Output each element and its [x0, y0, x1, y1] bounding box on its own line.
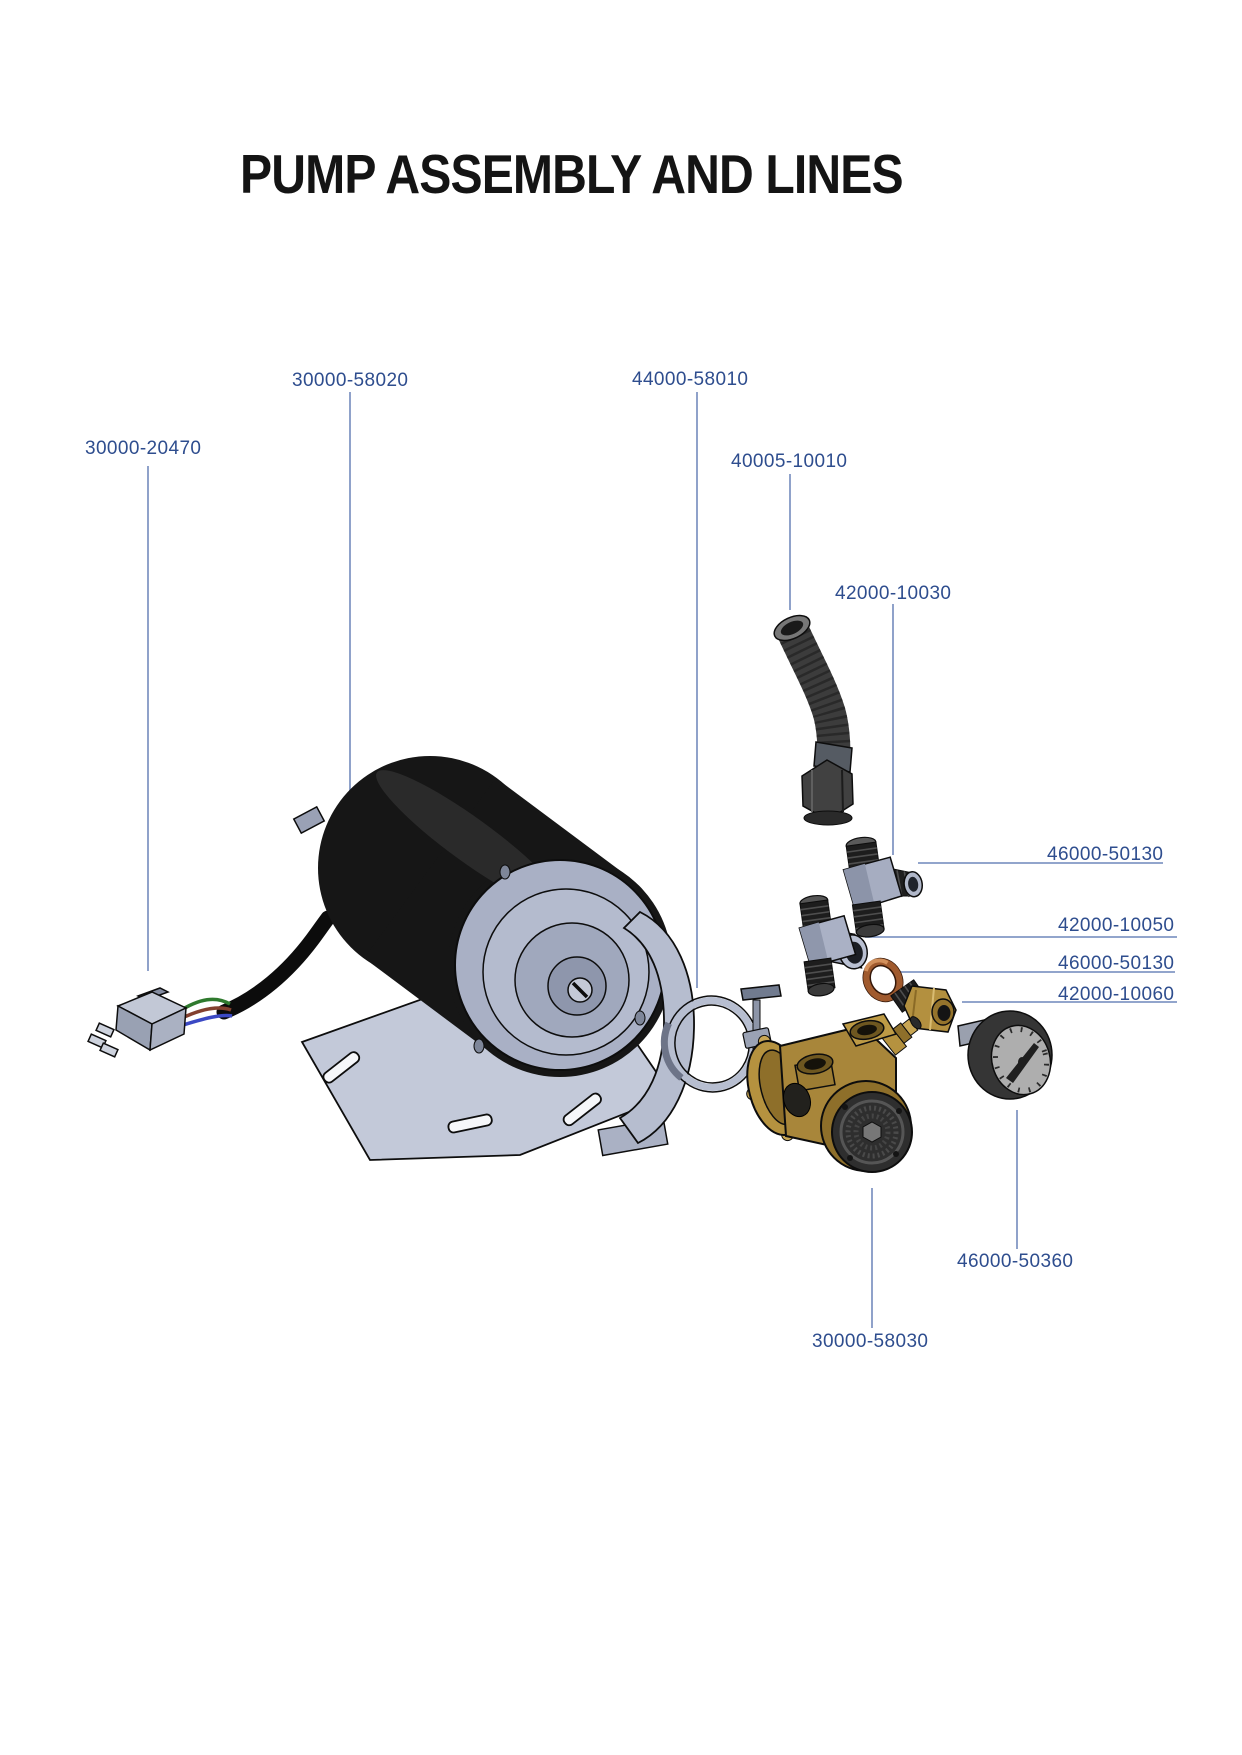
power-cable: [216, 910, 336, 1020]
connector-pin: [95, 1022, 115, 1038]
part-label-motor: 30000-58020: [292, 370, 409, 391]
bracket-slot: [447, 1113, 493, 1134]
pump-center-nut: [862, 1121, 882, 1143]
part-label-tee-fitting-lower: 42000-10050: [1058, 915, 1175, 936]
elbow-fitting: [890, 979, 957, 1033]
pressure-gauge: [957, 1010, 1053, 1100]
tee-fitting-upper: [842, 836, 923, 938]
hose-braid-texture: [776, 622, 851, 757]
endbell-screw: [634, 1010, 646, 1026]
motor-support-strap: [597, 910, 695, 1157]
tee-fitting-lower: [798, 894, 868, 997]
part-label-tee-fitting-upper: 42000-10030: [835, 583, 952, 604]
part-label-hose-clamp: 44000-58010: [632, 369, 749, 390]
hose-clamp: [660, 984, 782, 1093]
wire-blue: [179, 1013, 233, 1028]
part-label-washer-upper: 46000-50130: [1047, 844, 1164, 865]
part-label-braided-hose: 40005-10010: [731, 451, 848, 472]
braided-hose: [773, 614, 854, 826]
motor-terminal-tab: [292, 805, 326, 835]
endbell-screw: [499, 864, 511, 880]
page-title: PUMP ASSEMBLY AND LINES: [240, 143, 904, 205]
pump-head: [746, 1013, 922, 1173]
pump-side-port: [782, 1082, 812, 1118]
leader-lines: [147, 392, 1177, 1328]
motor: [292, 756, 672, 1077]
wire-connector: [87, 987, 188, 1058]
part-label-wire-connector: 30000-20470: [85, 438, 202, 459]
part-label-pressure-gauge: 46000-50360: [957, 1251, 1074, 1272]
endbell-screw: [473, 1038, 485, 1054]
bracket-slot: [562, 1092, 602, 1127]
hose-clamp-screw: [740, 984, 782, 1051]
connector-pin: [99, 1042, 119, 1058]
part-label-copper-washer: 46000-50130: [1058, 953, 1175, 974]
part-label-pump-head: 30000-58030: [812, 1331, 929, 1352]
bracket-slot: [322, 1051, 361, 1084]
part-label-elbow-fitting: 42000-10060: [1058, 984, 1175, 1005]
